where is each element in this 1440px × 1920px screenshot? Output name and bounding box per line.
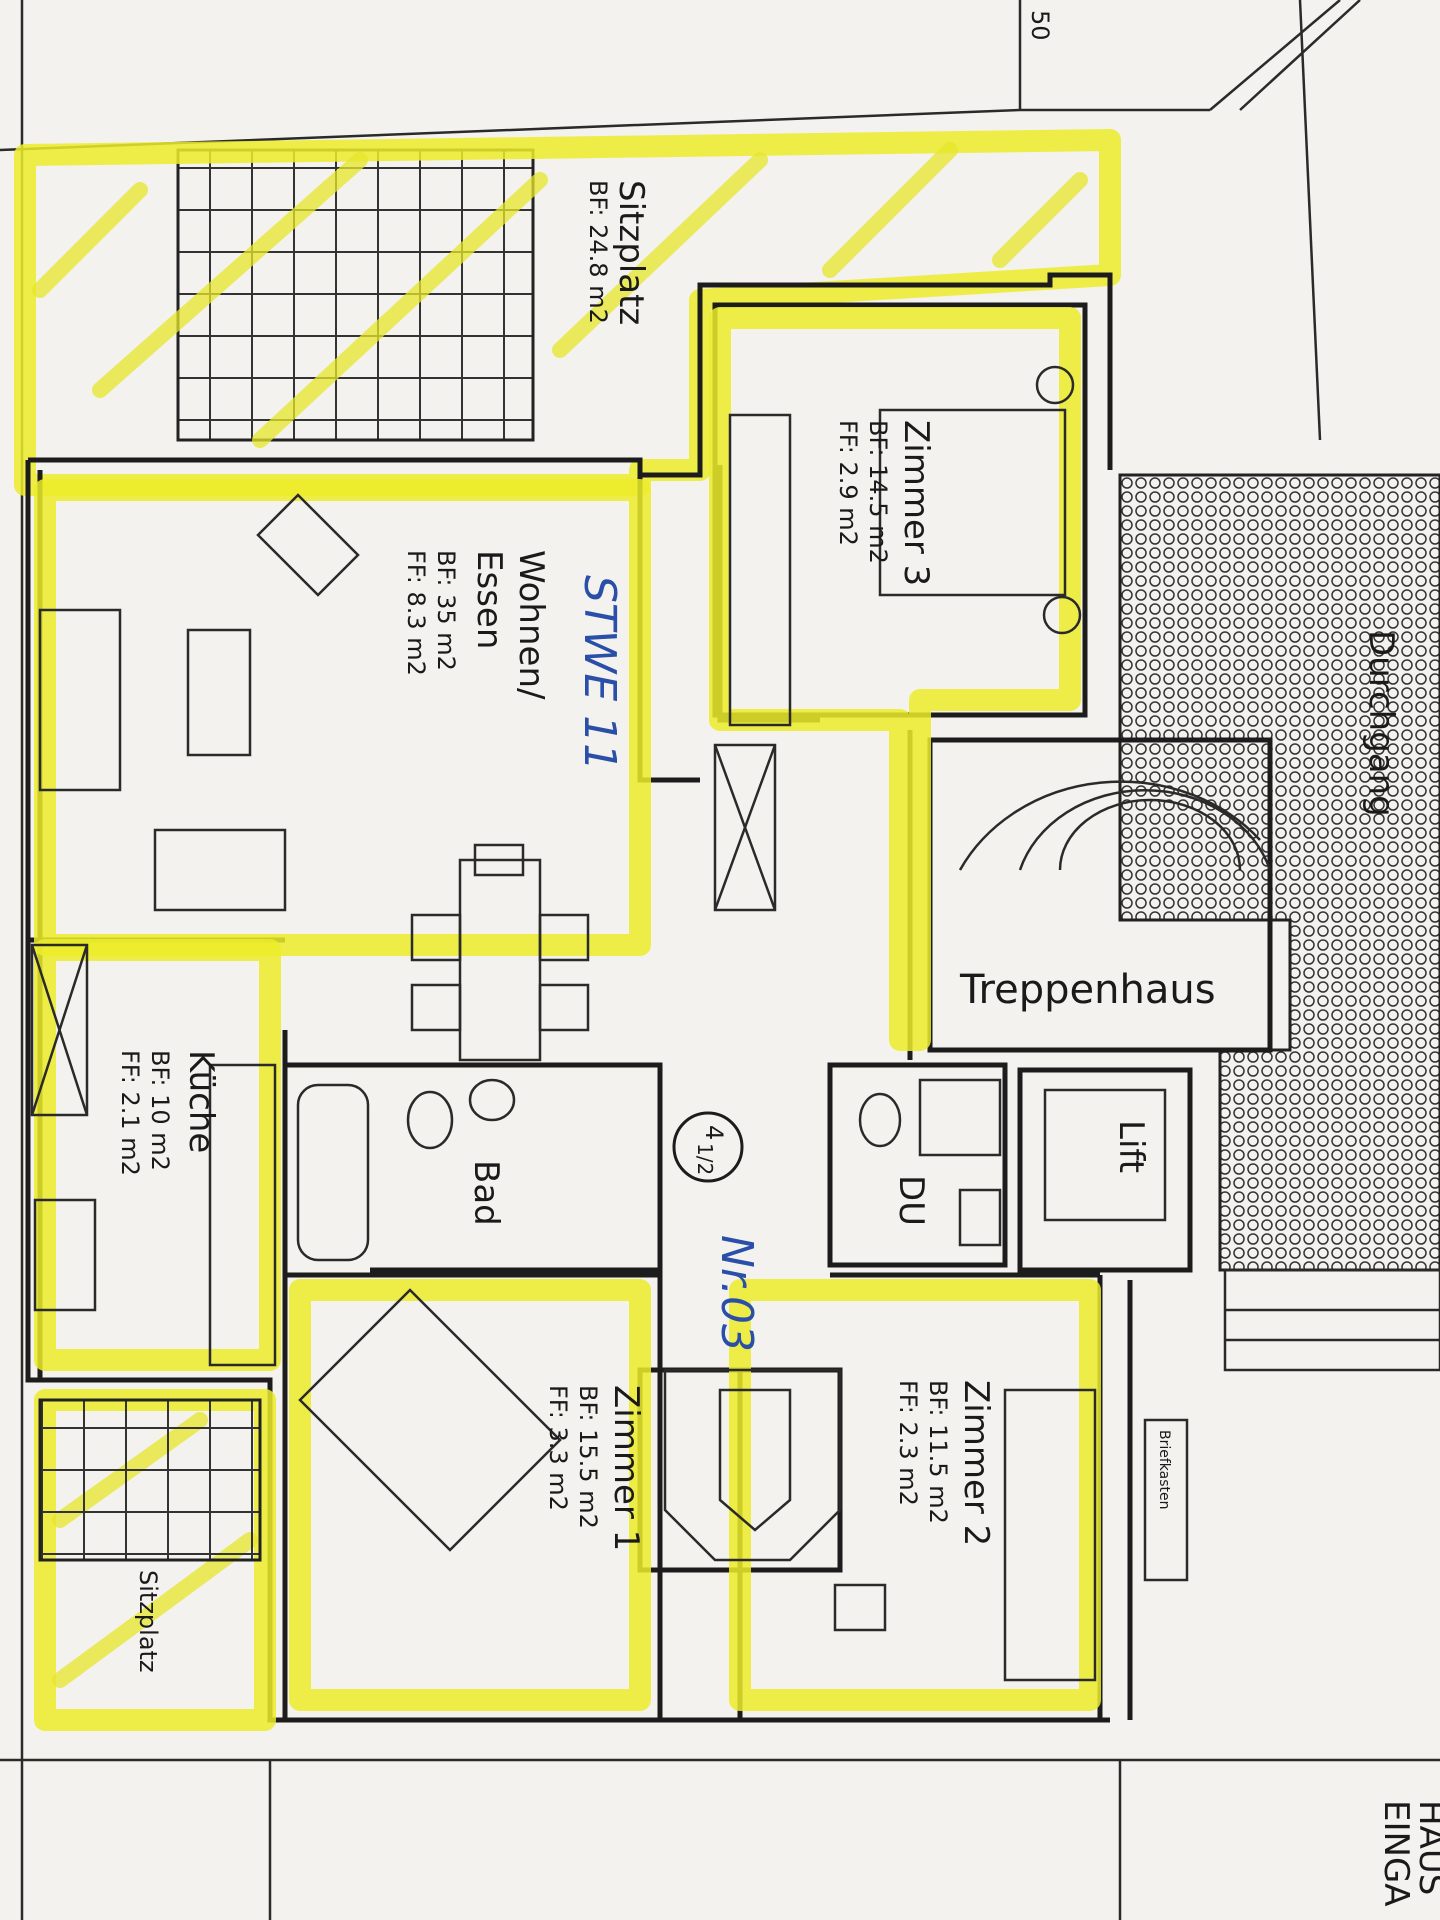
apartment-size-whole: 4 [700, 1125, 728, 1140]
handwritten-number: Nr.03 [711, 1235, 762, 1352]
handwritten-floor: STWE 11 [574, 575, 625, 771]
sitzplatz-top-bf: BF: 24.8 m2 [584, 180, 612, 324]
apartment-size-fraction: 1/2 [693, 1143, 717, 1175]
zimmer1-ff: FF: 3.3 m2 [544, 1385, 572, 1511]
wohnen-name2: Essen [469, 550, 509, 649]
kueche-ff: FF: 2.1 m2 [116, 1050, 144, 1176]
zimmer1-bf: BF: 15.5 m2 [574, 1385, 602, 1529]
durchgang-area [1118, 473, 1440, 1272]
zimmer2-ff: FF: 2.3 m2 [894, 1380, 922, 1506]
durchgang-label: Durchgang [1361, 630, 1401, 817]
wohnen-bf: BF: 35 m2 [432, 550, 460, 671]
furniture [30, 365, 1272, 1682]
zimmer2-bf: BF: 11.5 m2 [924, 1380, 952, 1524]
sitzplatz-bottom-tiles [38, 1398, 262, 1562]
zimmer2-name: Zimmer 2 [956, 1380, 996, 1546]
label-wohnen: Wohnen/ Essen BF: 35 m2 FF: 8.3 m2 [402, 550, 551, 700]
wohnen-ff: FF: 8.3 m2 [402, 550, 430, 676]
eingang-line1: EINGA [1376, 1800, 1416, 1907]
sitzplatz-bottom-label: Sitzplatz [134, 1570, 162, 1673]
du-label: DU [891, 1175, 931, 1226]
zimmer3-bf: BF: 14.5 m2 [864, 420, 892, 564]
sitzplatz-top-name: Sitzplatz [611, 180, 651, 325]
label-sitzplatz-top: Sitzplatz BF: 24.8 m2 [584, 180, 651, 325]
zimmer3-ff: FF: 2.9 m2 [834, 420, 862, 546]
apartment-size-badge: 4 1/2 [672, 1111, 744, 1183]
kueche-bf: BF: 10 m2 [146, 1050, 174, 1171]
lift-label: Lift [1111, 1120, 1151, 1173]
label-zimmer3: Zimmer 3 BF: 14.5 m2 FF: 2.9 m2 [834, 420, 936, 586]
bad-label: Bad [466, 1160, 506, 1226]
zimmer1-name: Zimmer 1 [606, 1385, 646, 1551]
briefkasten-label: Briefkasten [1156, 1430, 1172, 1510]
zimmer3-name: Zimmer 3 [896, 420, 936, 586]
eingang-line2: HAUS [1411, 1800, 1440, 1895]
dimension-label: 50 [1026, 10, 1054, 41]
label-kueche: Küche BF: 10 m2 FF: 2.1 m2 [116, 1050, 221, 1176]
kueche-name: Küche [181, 1050, 221, 1153]
wohnen-name1: Wohnen/ [511, 550, 551, 700]
treppenhaus-label: Treppenhaus [959, 967, 1216, 1013]
eingang-label: EINGA HAUS [1376, 1800, 1440, 1907]
label-zimmer1: Zimmer 1 BF: 15.5 m2 FF: 3.3 m2 [544, 1385, 646, 1551]
label-zimmer2: Zimmer 2 BF: 11.5 m2 FF: 2.3 m2 [894, 1380, 996, 1546]
